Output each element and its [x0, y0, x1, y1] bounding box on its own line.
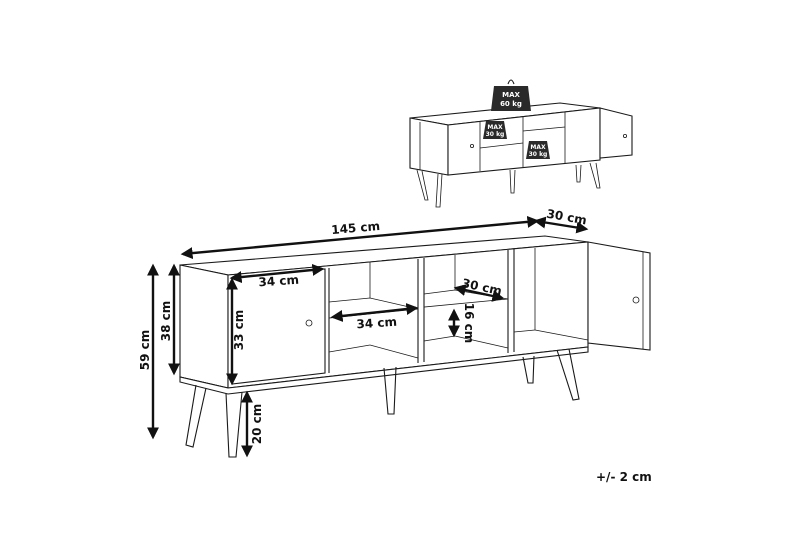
weight-top-icon: MAX 60 kg — [491, 79, 531, 111]
dim-shelf-gap: 16 cm — [462, 303, 476, 344]
dim-width: 145 cm — [331, 219, 381, 237]
dim-shelf-width: 34 cm — [356, 315, 397, 332]
weight-right-shelf-icon: MAX 30 kg — [526, 141, 550, 159]
dim-leg-height: 20 cm — [250, 404, 264, 445]
tolerance-note: +/- 2 cm — [596, 470, 652, 484]
dim-door-width: 34 cm — [258, 273, 299, 290]
weight-left-shelf-icon: MAX 30 kg — [483, 121, 507, 139]
weight-left-line2: 30 kg — [486, 131, 505, 138]
weight-top-line1: MAX — [502, 91, 520, 99]
dim-depth: 30 cm — [546, 207, 588, 228]
dim-door-height: 33 cm — [232, 310, 246, 351]
weight-top-line2: 60 kg — [500, 100, 522, 108]
dim-body-height: 38 cm — [159, 301, 173, 342]
weight-left-line1: MAX — [487, 124, 503, 131]
dim-total-height: 59 cm — [138, 330, 152, 371]
weight-right-line1: MAX — [530, 144, 546, 151]
weight-right-line2: 30 kg — [529, 151, 548, 158]
overview-illustration: MAX 60 kg MAX 30 kg MAX 30 kg — [409, 79, 633, 208]
